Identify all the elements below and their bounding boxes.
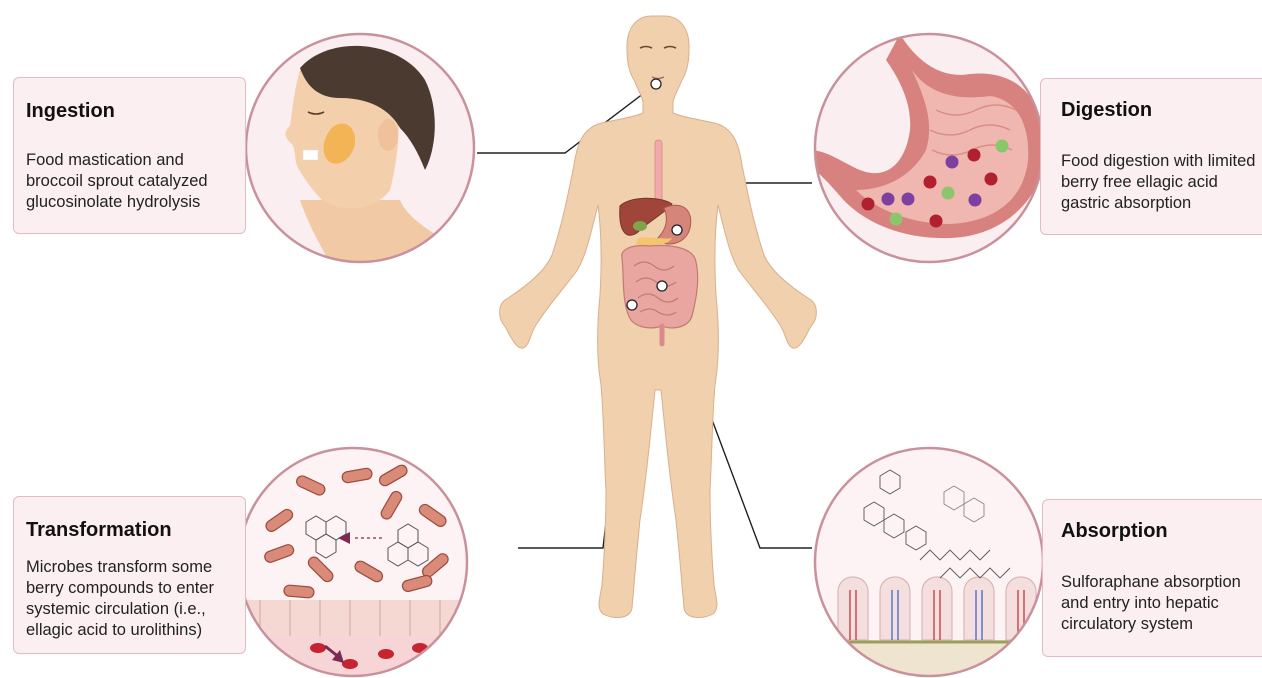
mouth-marker xyxy=(651,79,661,89)
absorption-illustration xyxy=(815,448,1045,678)
absorption-title: Absorption xyxy=(1061,520,1168,543)
transformation-card: Transformation Microbes transform some b… xyxy=(13,496,246,654)
ingestion-title: Ingestion xyxy=(26,100,115,123)
stomach-marker xyxy=(672,225,682,235)
absorption-card: Absorption Sulforaphane absorption and e… xyxy=(1042,499,1262,657)
ingestion-card: Ingestion Food mastication and broccoil … xyxy=(13,77,246,234)
small-intestine-marker xyxy=(657,281,667,291)
transformation-illustration xyxy=(239,448,469,678)
ingestion-illustration xyxy=(246,34,476,262)
colon-marker xyxy=(627,300,637,310)
digestion-description: Food digestion with limited berry free e… xyxy=(1061,151,1259,214)
digestion-illustration xyxy=(812,34,1045,262)
transformation-title: Transformation xyxy=(26,519,172,542)
human-body xyxy=(500,16,817,618)
digestion-card: Digestion Food digestion with limited be… xyxy=(1040,78,1262,235)
digestion-title: Digestion xyxy=(1061,99,1152,122)
ingestion-description: Food mastication and broccoil sprout cat… xyxy=(26,150,236,213)
transformation-description: Microbes transform some berry compounds … xyxy=(26,557,238,641)
absorption-description: Sulforaphane absorption and entry into h… xyxy=(1061,572,1261,635)
